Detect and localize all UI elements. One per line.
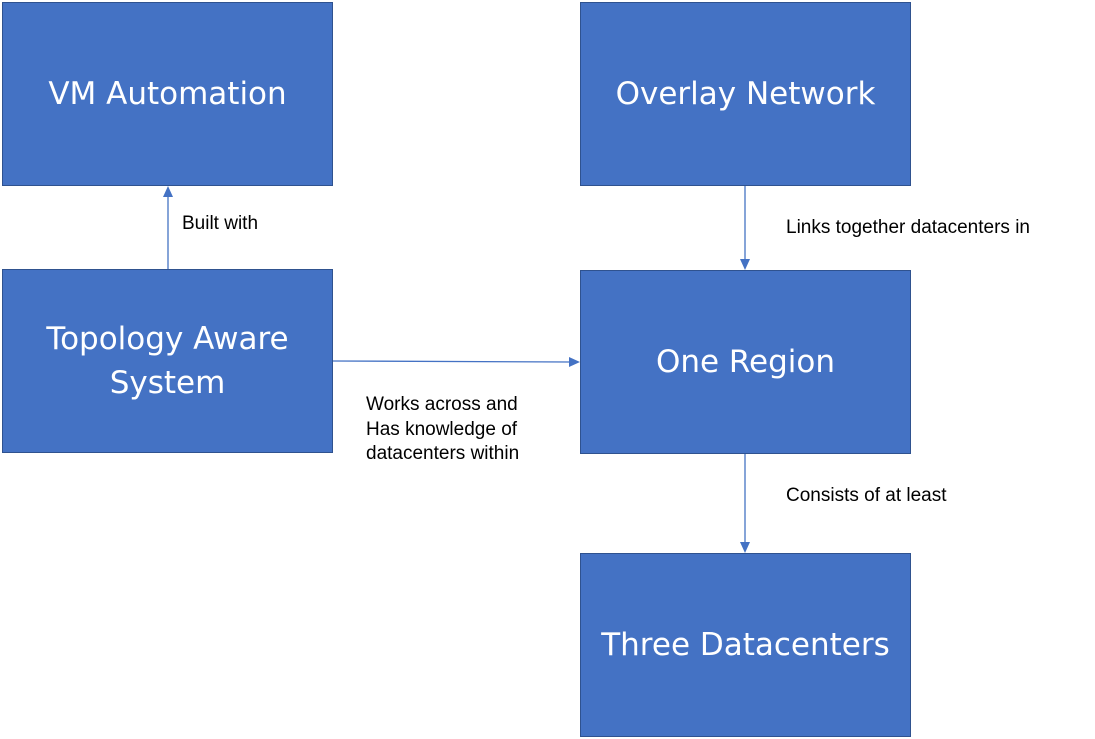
node-three-datacenters-label: Three Datacenters	[601, 626, 890, 663]
node-one-region: One Region	[580, 270, 911, 454]
arrow-works-across	[332, 357, 580, 367]
node-vm-automation: VM Automation	[2, 2, 333, 186]
node-vm-automation-label: VM Automation	[48, 75, 287, 112]
node-topology-aware-system: Topology Aware System	[2, 269, 333, 453]
edge-label-built-with: Built with	[182, 213, 259, 234]
edge-label-links-together: Links together datacenters in	[786, 217, 1030, 238]
node-three-datacenters: Three Datacenters	[580, 553, 911, 737]
arrow-links-together	[740, 186, 750, 270]
node-overlay-network: Overlay Network	[580, 2, 911, 186]
arrow-consists-of	[740, 454, 750, 553]
edge-label-consists-of: Consists of at least	[786, 485, 947, 506]
node-topology-aware-system-label: Topology Aware System	[46, 320, 289, 401]
node-one-region-label: One Region	[655, 343, 836, 380]
node-overlay-network-label: Overlay Network	[615, 75, 876, 112]
edge-label-works-across: Works across and Has knowledge of datace…	[366, 394, 520, 465]
arrow-built-with	[163, 186, 173, 269]
